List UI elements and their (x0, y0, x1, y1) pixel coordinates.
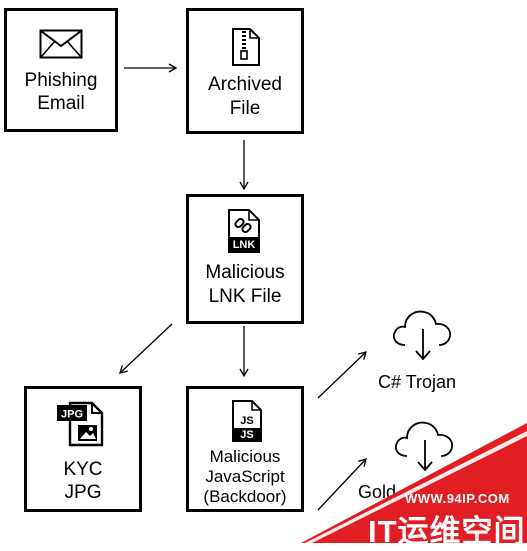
node-label-line1: KYC (63, 459, 103, 480)
js-file-icon: JS JS (232, 400, 262, 442)
arrow-js-to-trojan (317, 351, 367, 399)
zip-file-icon (232, 28, 260, 66)
node-kyc-jpg: JPG KYC JPG (24, 386, 142, 512)
arrow-js-to-gold (317, 458, 367, 511)
node-gold-label: Gold (358, 482, 397, 502)
jpg-badge: JPG (61, 409, 83, 421)
node-label-line2: File (229, 98, 261, 119)
jpg-file-icon: JPG (57, 401, 104, 447)
node-archived-file: Archived File (186, 8, 304, 134)
node-malicious-lnk: LNK Malicious LNK File (186, 194, 304, 324)
node-malicious-javascript: JS JS Malicious JavaScript (Backdoor) (186, 386, 304, 512)
arrow-lnk-to-jpg (119, 323, 173, 374)
lnk-badge: LNK (233, 239, 256, 251)
node-label-line2: LNK File (208, 286, 282, 307)
node-label-line3: (Backdoor) (203, 487, 287, 506)
cloud-download-icon (394, 421, 453, 472)
cloud-download-icon (392, 310, 451, 361)
envelope-icon (39, 29, 83, 59)
node-label-line2: JPG (64, 482, 102, 503)
node-label-line2: Email (37, 93, 85, 114)
node-label-line1: Archived (208, 74, 282, 95)
node-phishing-email: Phishing Email (4, 8, 118, 132)
watermark-text: IT运维空间 (368, 514, 526, 549)
node-label-line1: Phishing (24, 70, 98, 91)
js-badge-outline: JS (240, 415, 253, 427)
node-label-line2: JavaScript (205, 467, 285, 486)
node-label-line1: Malicious (209, 447, 281, 466)
watermark-url: WWW.94IP.COM (405, 491, 510, 506)
js-badge: JS (240, 429, 253, 441)
node-label-line1: Malicious (205, 262, 285, 283)
lnk-file-icon: LNK (228, 209, 260, 253)
node-csharp-trojan-label: C# Trojan (378, 372, 457, 392)
